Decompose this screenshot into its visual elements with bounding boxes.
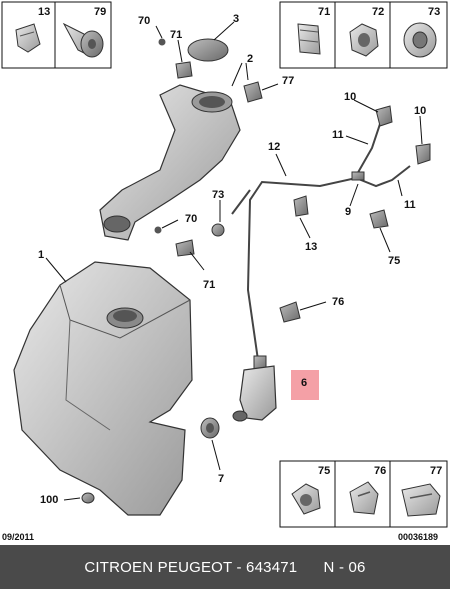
callout-72-inset: 72 <box>372 6 384 18</box>
washer-hoses <box>231 123 411 361</box>
callout-10-right: 10 <box>414 105 426 117</box>
callout-79-inset: 79 <box>94 6 106 18</box>
leader-lines <box>45 21 423 501</box>
callout-76-inset: 76 <box>374 465 386 477</box>
footer-bar: CITROEN PEUGEOT - 643471 N - 06 <box>0 545 450 589</box>
footer-page: N - 06 <box>323 558 366 576</box>
callout-76: 76 <box>332 296 344 308</box>
clip-77-icon <box>401 483 441 517</box>
filler-cap <box>187 38 229 62</box>
clip-13-icon <box>15 23 41 53</box>
callout-7: 7 <box>218 473 224 485</box>
clip-75 <box>369 209 389 229</box>
callout-70-upper: 70 <box>138 15 150 27</box>
clip-13 <box>293 195 309 217</box>
callout-71-inset: 71 <box>318 6 330 18</box>
callout-9: 9 <box>345 206 351 218</box>
highlight-box <box>291 370 319 400</box>
nut-72-icon <box>349 23 379 57</box>
filler-neck <box>99 84 241 241</box>
callout-75-inset: 75 <box>318 465 330 477</box>
reservoir-tank <box>13 261 193 516</box>
callout-13: 13 <box>305 241 317 253</box>
diagram-ref: 00036189 <box>398 532 438 542</box>
screw-70-upper <box>158 38 166 46</box>
callout-73-inset: 73 <box>428 6 440 18</box>
callout-77-inset: 77 <box>430 465 442 477</box>
connector-9 <box>351 171 365 181</box>
clip-71-upper <box>175 61 193 79</box>
footer-brand: CITROEN PEUGEOT - 643471 <box>84 558 298 576</box>
callout-3: 3 <box>233 13 239 25</box>
nozzle-left <box>375 105 393 127</box>
callout-2: 2 <box>247 53 253 65</box>
grommet-73-icon <box>403 22 437 58</box>
callout-11-upper: 11 <box>332 129 344 141</box>
clip-71-lower <box>175 239 195 257</box>
clip-77 <box>243 81 263 103</box>
callout-70-lower: 70 <box>185 213 197 225</box>
footer-spacer <box>297 559 323 576</box>
callout-12: 12 <box>268 141 280 153</box>
screw-79-icon <box>62 22 104 58</box>
callout-71-lower: 71 <box>203 279 215 291</box>
inset-bottom-right: 75 76 77 <box>279 460 448 528</box>
callout-77: 77 <box>282 75 294 87</box>
nozzle-right <box>415 143 431 165</box>
callout-10-left: 10 <box>344 91 356 103</box>
washer-pump <box>232 355 277 422</box>
screw-72 <box>81 492 95 504</box>
clip-75-icon <box>291 483 321 515</box>
diagram-date: 09/2011 <box>2 532 34 542</box>
callout-71-upper: 71 <box>170 29 182 41</box>
pump-seal <box>200 417 220 439</box>
grommet-73 <box>211 223 225 237</box>
callout-6: 6 <box>301 377 307 389</box>
inset-top-right: 71 72 73 <box>279 1 448 69</box>
clip-76-icon <box>349 481 379 515</box>
callout-73: 73 <box>212 189 224 201</box>
callout-75: 75 <box>388 255 400 267</box>
clip-76 <box>279 301 301 323</box>
callout-100: 100 <box>40 494 58 506</box>
parts-diagram: 13 79 71 72 73 <box>1 1 448 542</box>
clip-71-icon <box>297 23 321 55</box>
screw-70-lower <box>154 226 162 234</box>
callout-11-lower: 11 <box>404 199 416 211</box>
inset-top-left: 13 79 <box>1 1 112 69</box>
callout-13-inset: 13 <box>38 6 50 18</box>
callout-1: 1 <box>38 249 44 261</box>
